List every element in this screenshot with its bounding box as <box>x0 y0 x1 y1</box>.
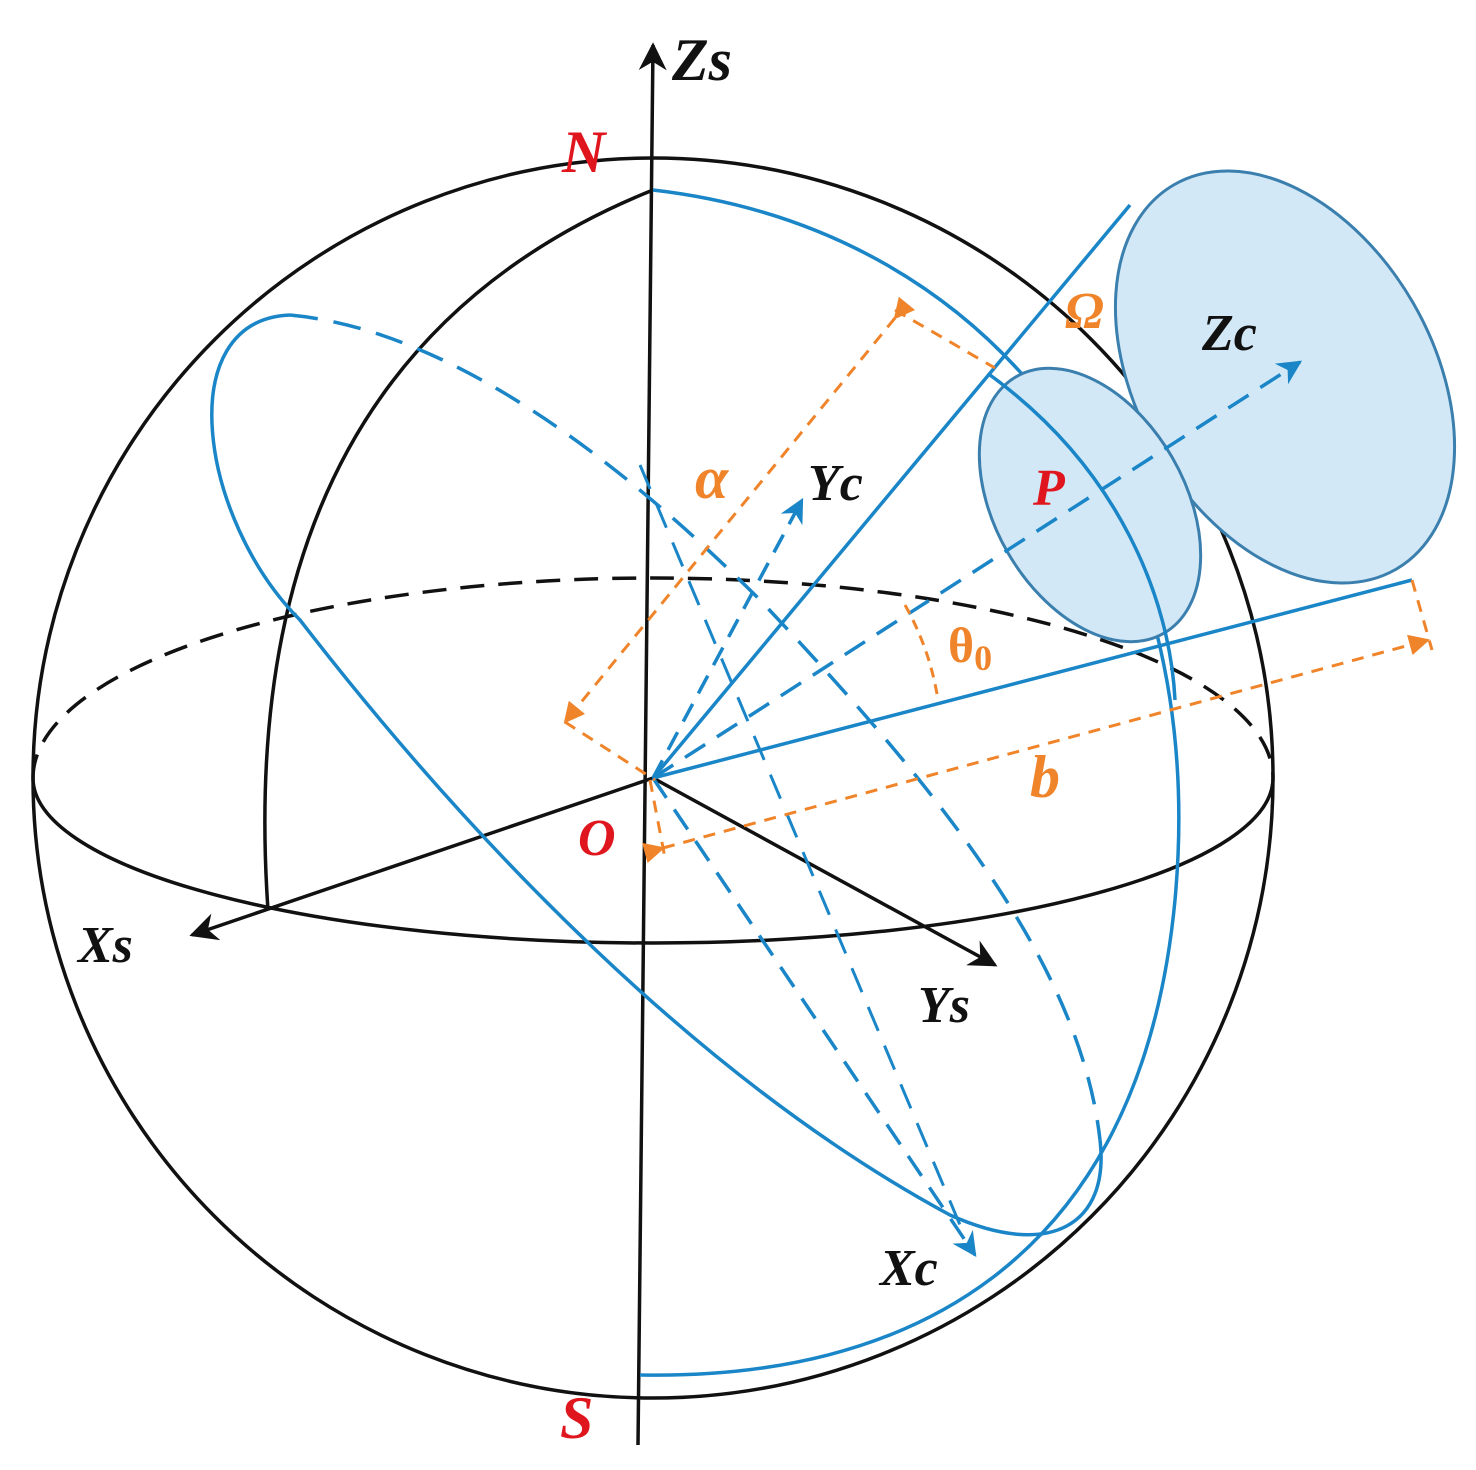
alpha-dimension-line <box>563 296 916 724</box>
label-xc: Xc <box>878 1240 938 1297</box>
label-theta0-symbol: θ <box>948 617 974 673</box>
zs-axis <box>636 42 667 1446</box>
b-extension-left <box>648 779 667 859</box>
xs-axis <box>189 776 654 941</box>
label-alpha: α <box>695 445 729 511</box>
b-dimension-line <box>642 634 1431 864</box>
label-theta0-subscript: 0 <box>974 638 992 678</box>
meridian <box>263 188 654 911</box>
orbit-back <box>289 313 1102 1141</box>
orbit-front <box>210 313 1103 1237</box>
b-extension-right <box>1410 579 1434 651</box>
alpha-extension-top <box>894 308 996 370</box>
label-xs: Xs <box>76 917 133 974</box>
label-south: S <box>560 1385 593 1451</box>
label-ys: Ys <box>918 977 970 1034</box>
label-zs: Zs <box>671 27 732 93</box>
label-b: b <box>1030 744 1060 810</box>
label-zc: Zc <box>1201 305 1257 362</box>
theta0-arc <box>903 604 940 701</box>
label-yc: Yc <box>808 455 863 512</box>
label-theta0: θ0 <box>948 617 992 678</box>
label-omega: Ω <box>1065 283 1104 340</box>
label-point-p: P <box>1032 460 1066 517</box>
great-circle-front <box>639 188 1181 1377</box>
yc-axis <box>651 497 804 779</box>
alpha-extension-bottom <box>564 720 656 782</box>
label-north: N <box>561 119 608 185</box>
zc-axis <box>652 360 1303 780</box>
label-origin: O <box>578 810 616 867</box>
